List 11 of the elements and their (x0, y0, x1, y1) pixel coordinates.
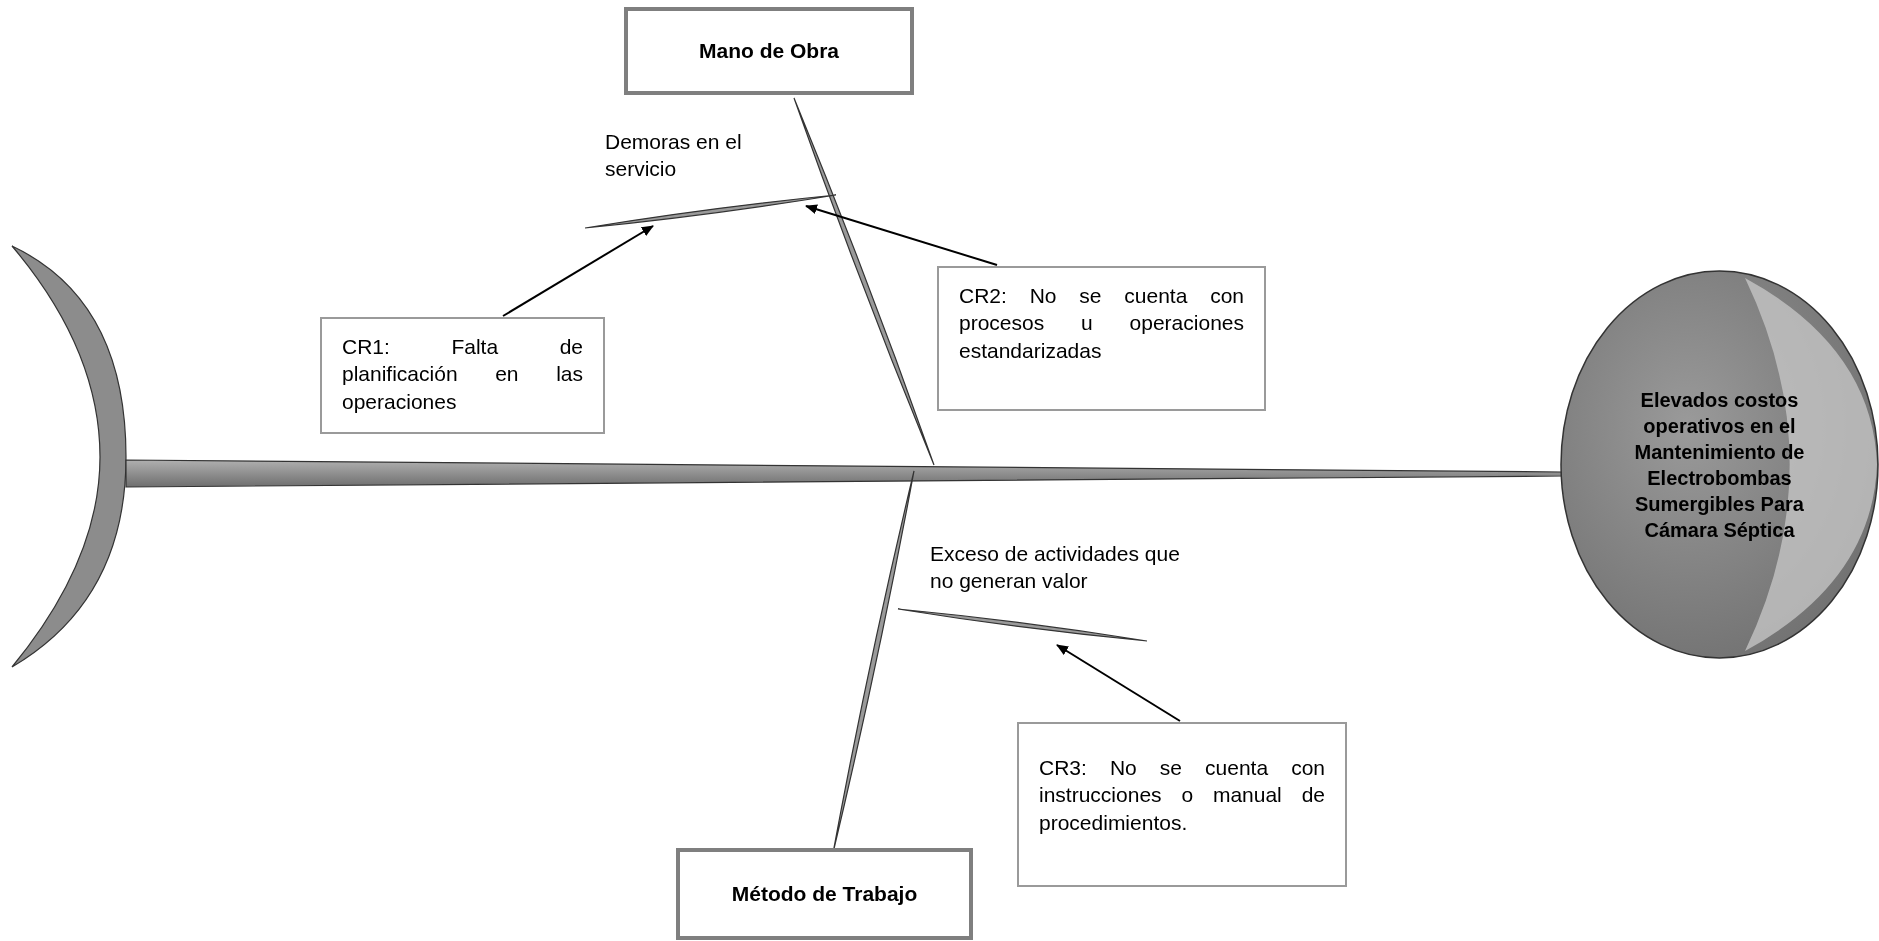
arrow (805, 204, 998, 266)
bone-label: Demoras en el servicio (605, 129, 743, 183)
arrow (502, 225, 654, 317)
category-box: Mano de Obra (624, 7, 914, 95)
arrow (1056, 644, 1181, 722)
category-box: Método de Trabajo (676, 848, 973, 940)
cause-box: CR2: No se cuenta con procesos u operaciones estandarizadas (937, 266, 1266, 411)
cause-box: CR1: Falta de planificación en las operaciones (320, 317, 605, 434)
cause-box: CR3: No se cuenta con instrucciones o manual de procedimientos. (1017, 722, 1347, 887)
effect-text: Elevados costos operativos en el Mantenimiento de Electrobombas Sumergibles Para Cámara Séptica (1633, 387, 1806, 543)
bone-label: Exceso de actividades que no generan valor (930, 541, 1181, 595)
